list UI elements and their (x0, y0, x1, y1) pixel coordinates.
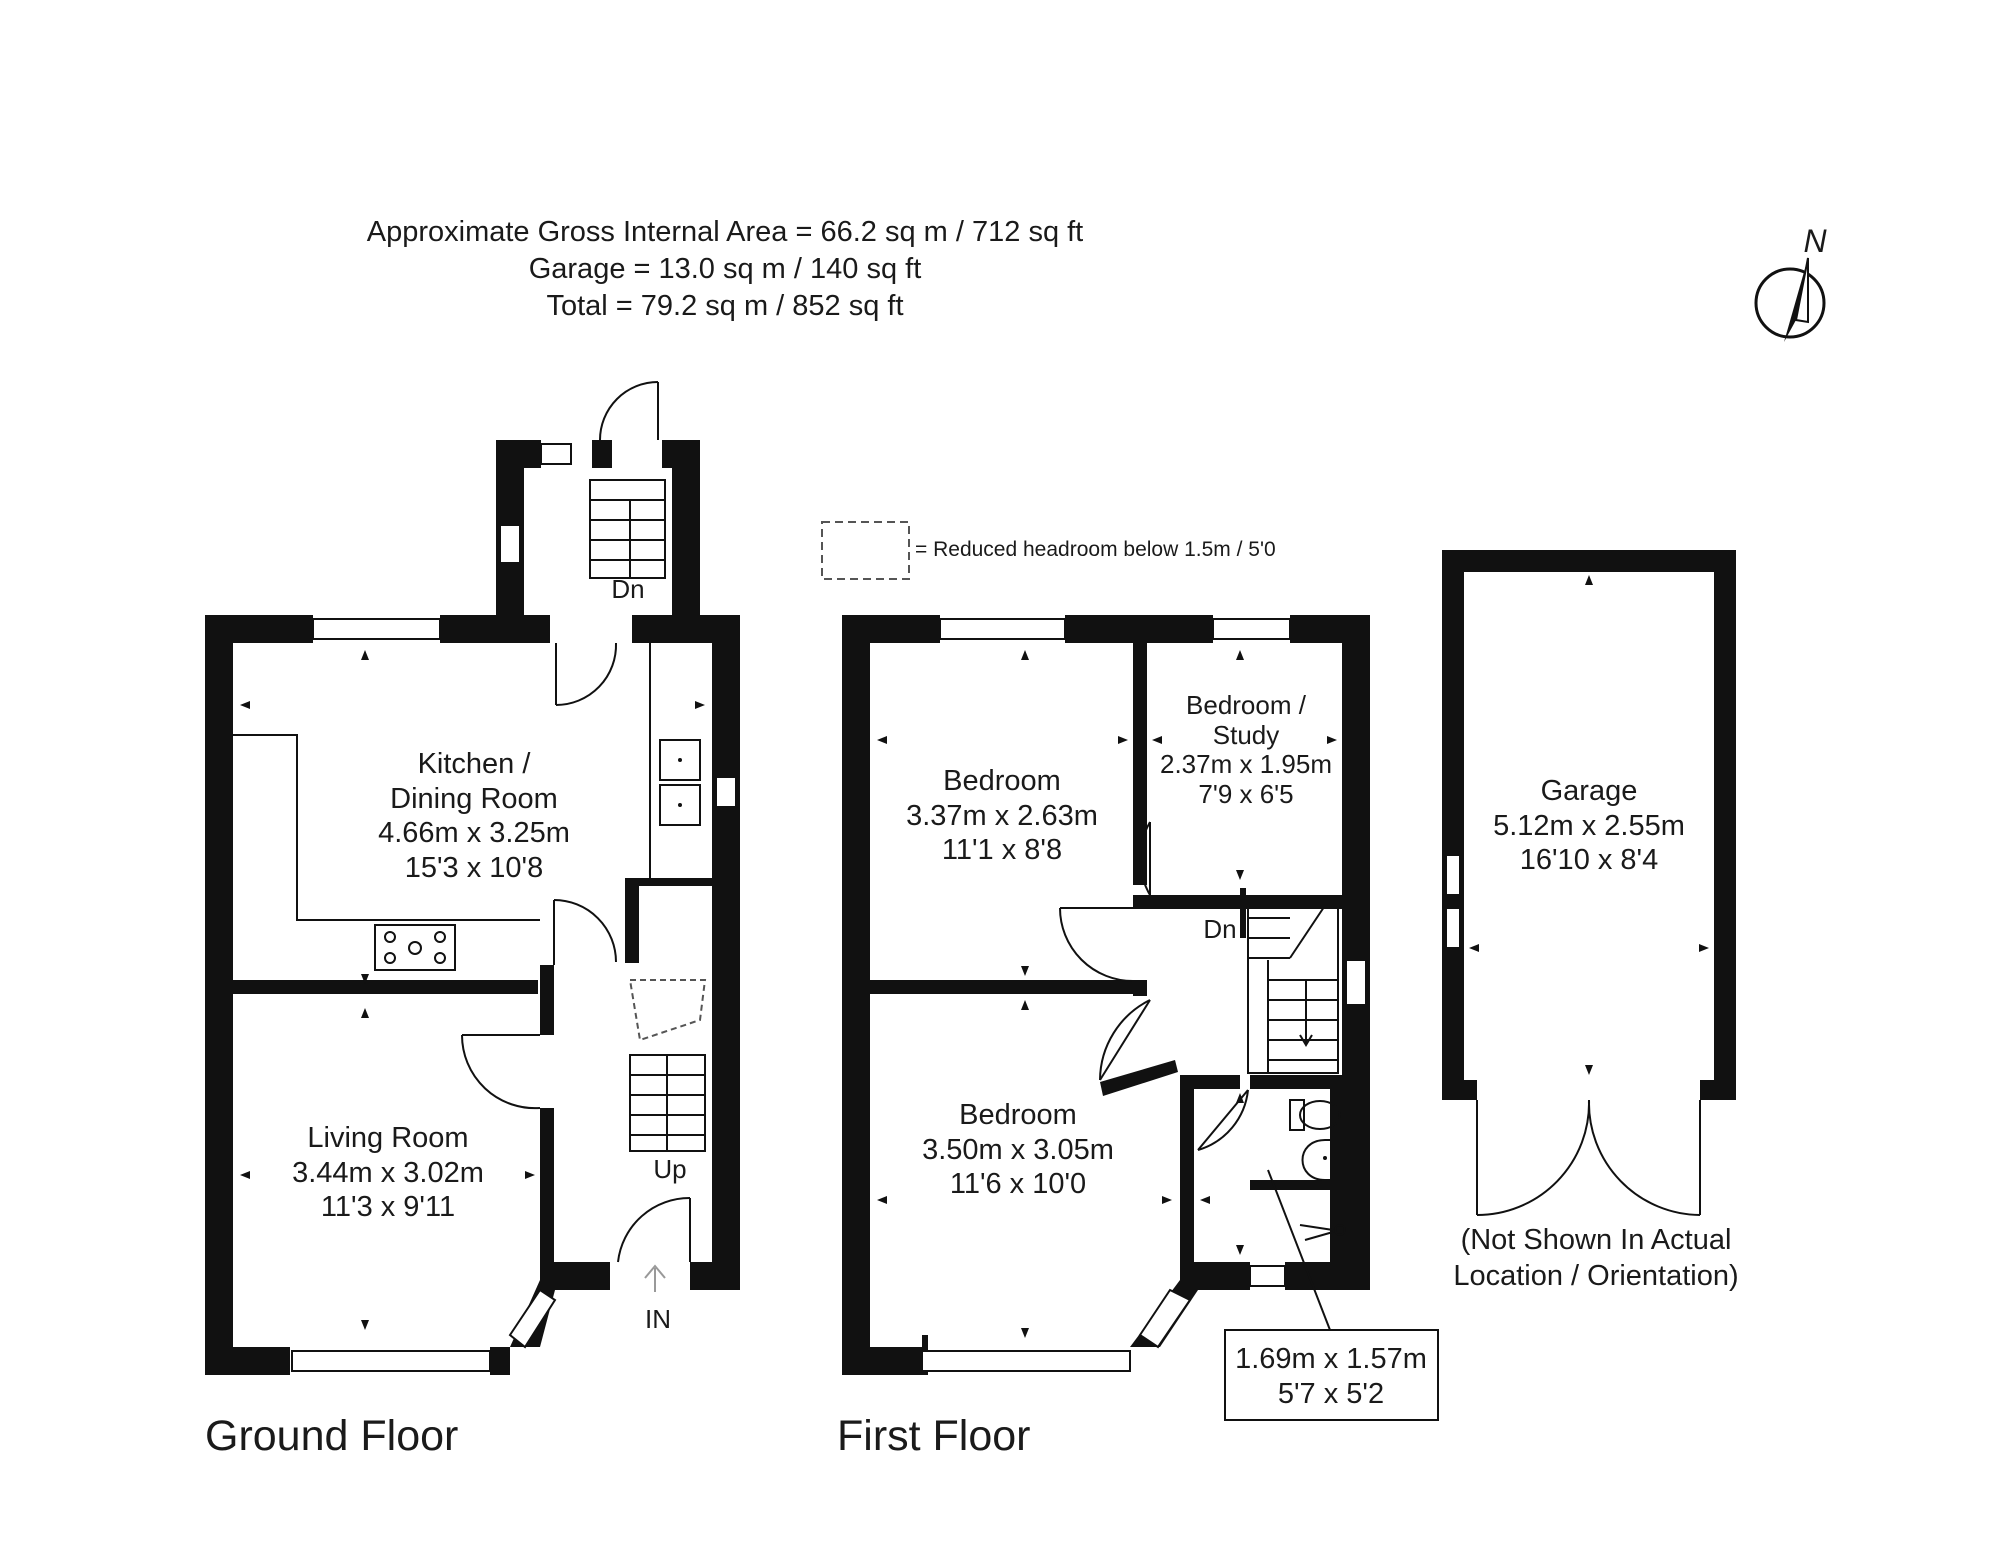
area-garage-text: Garage = 13.0 sq m / 140 sq ft (529, 253, 922, 285)
window (1445, 854, 1461, 896)
wc-icon (1289, 1099, 1341, 1131)
window (1345, 959, 1367, 1006)
door[interactable] (555, 642, 618, 706)
living-room-imperial: 11'3 x 9'11 (321, 1191, 455, 1223)
staircase (1247, 897, 1339, 1074)
area-total-text: Total = 79.2 sq m / 852 sq ft (546, 290, 903, 322)
entrance-arrow-icon (644, 1264, 666, 1292)
bathroom-imperial: 5'7 x 5'2 (1278, 1378, 1384, 1410)
ground-floor-title: Ground Floor (205, 1412, 458, 1460)
bedroom1-metric: 3.37m x 2.63m (906, 800, 1098, 832)
staircase (589, 479, 707, 1152)
door[interactable] (1099, 999, 1151, 1081)
study-name-1: Bedroom / (1186, 690, 1307, 720)
kitchen-metric: 4.66m x 3.25m (378, 817, 570, 849)
study-metric: 2.37m x 1.95m (1160, 749, 1332, 779)
ground-floor-plan: Kitchen / Dining Room 4.66m x 3.25m 15'3… (205, 381, 740, 1460)
basin-icon (1301, 1139, 1341, 1181)
study-name-2: Study (1213, 720, 1280, 750)
front-door[interactable] (617, 1196, 691, 1263)
window (715, 776, 737, 808)
window (939, 618, 1066, 640)
door[interactable] (1059, 907, 1134, 982)
kitchen-name-1: Kitchen / (418, 748, 532, 780)
kitchen-name-2: Dining Room (390, 783, 558, 815)
garage-doors[interactable] (1476, 1099, 1701, 1216)
bathroom-callout (1224, 1329, 1439, 1421)
shower-icon (1299, 1224, 1346, 1241)
bathroom-metric: 1.69m x 1.57m (1235, 1343, 1427, 1375)
entrance-label: IN (645, 1304, 671, 1334)
garage-metric: 5.12m x 2.55m (1493, 810, 1685, 842)
garage-note-1: (Not Shown In Actual (1461, 1224, 1732, 1256)
window (1138, 1288, 1192, 1349)
stairs-dn-label: Dn (1203, 914, 1236, 944)
bedroom2-metric: 3.50m x 3.05m (922, 1134, 1114, 1166)
bedroom1-name: Bedroom (943, 765, 1061, 797)
door[interactable] (553, 899, 617, 965)
headroom-legend-text: = Reduced headroom below 1.5m / 5'0 (915, 538, 1276, 561)
window (1212, 618, 1291, 640)
window (1249, 1265, 1286, 1287)
garage-imperial: 16'10 x 8'4 (1520, 844, 1658, 876)
living-room-metric: 3.44m x 3.02m (292, 1157, 484, 1189)
kitchen-imperial: 15'3 x 10'8 (405, 852, 543, 884)
north-arrow-icon: N (1754, 223, 1827, 342)
window (291, 1350, 491, 1372)
window (1445, 907, 1461, 949)
garage-plan: Garage 5.12m x 2.55m 16'10 x 8'4 (Not Sh… (1442, 550, 1739, 1292)
garage-name: Garage (1541, 775, 1638, 807)
first-floor-title: First Floor (837, 1412, 1031, 1460)
headroom-legend: = Reduced headroom below 1.5m / 5'0 (821, 521, 1276, 580)
living-room-name: Living Room (307, 1122, 468, 1154)
door[interactable] (460, 1034, 541, 1110)
bedroom1-imperial: 11'1 x 8'8 (942, 834, 1062, 866)
door[interactable] (1139, 821, 1151, 896)
window (508, 1288, 557, 1349)
bedroom2-imperial: 11'6 x 10'0 (950, 1168, 1086, 1200)
door[interactable] (599, 381, 659, 441)
garage-note-2: Location / Orientation) (1453, 1260, 1738, 1292)
study-imperial: 7'9 x 6'5 (1198, 779, 1293, 809)
stairs-dn-label: Dn (611, 574, 644, 604)
window (499, 524, 521, 564)
window (540, 443, 572, 465)
area-summary: Approximate Gross Internal Area = 66.2 s… (367, 216, 1084, 322)
first-floor-plan: 1.69m x 1.57m 5'7 x 5'2 Bedroom 3.37m x … (837, 615, 1439, 1460)
bedroom2-name: Bedroom (959, 1099, 1077, 1131)
window (312, 618, 441, 640)
stairs-up-label: Up (653, 1154, 686, 1184)
window (921, 1350, 1131, 1372)
area-gross-text: Approximate Gross Internal Area = 66.2 s… (367, 216, 1084, 248)
north-label: N (1803, 223, 1827, 259)
